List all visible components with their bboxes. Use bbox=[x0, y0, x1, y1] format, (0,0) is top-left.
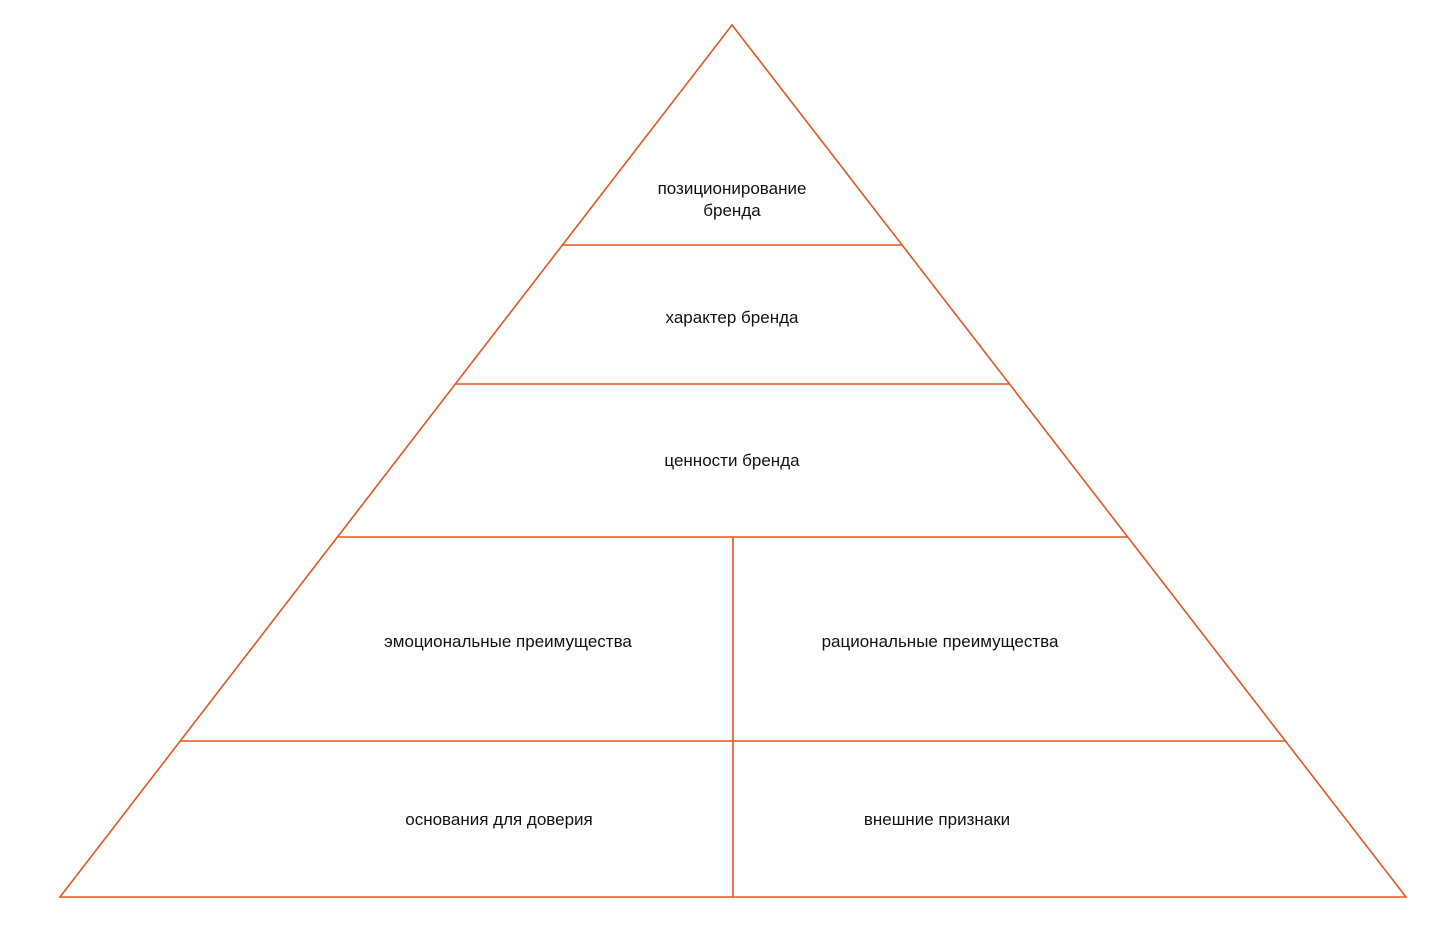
level-rational-benefits: рациональные преимущества bbox=[821, 632, 1059, 651]
positioning-line2: бренда bbox=[703, 201, 761, 220]
level-values: ценности бренда bbox=[664, 451, 800, 470]
level-emotional-benefits: эмоциональные преимущества bbox=[384, 632, 632, 651]
level-reasons-to-believe: основания для доверия bbox=[405, 810, 593, 829]
positioning-line1: позиционирование bbox=[657, 179, 807, 198]
level-character: характер бренда bbox=[665, 308, 799, 327]
level-external-signs: внешние признаки bbox=[863, 810, 1011, 829]
level-positioning: позиционирование бренда bbox=[658, 178, 807, 222]
